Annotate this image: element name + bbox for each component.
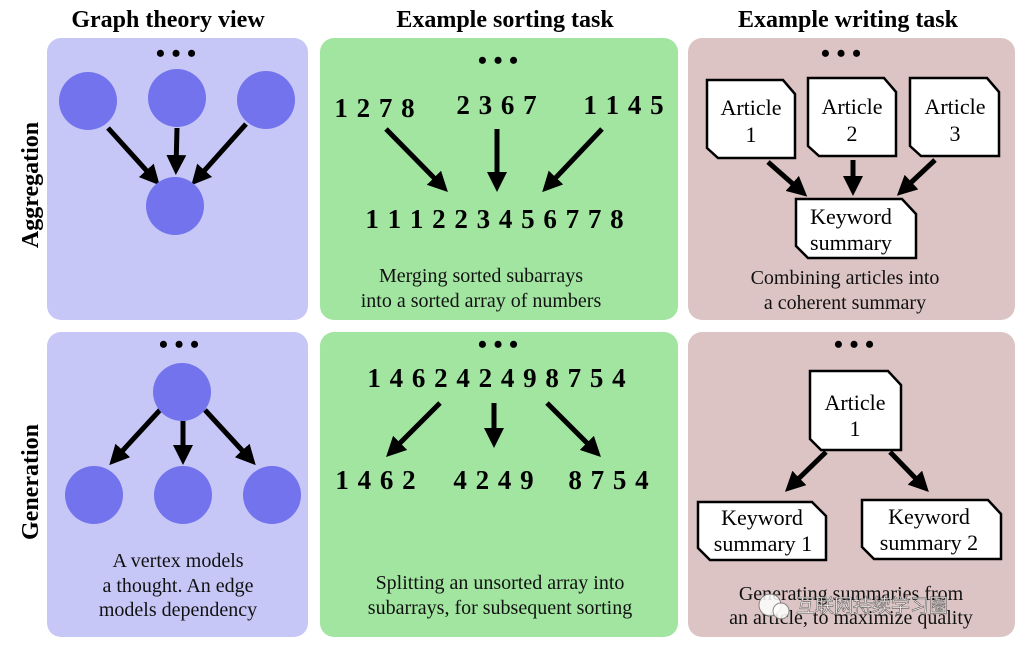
article-document-1: Article 1 [705, 78, 797, 160]
summary-1-title: Keyword [721, 505, 803, 530]
row-label-aggregation: Aggregation [18, 122, 44, 248]
split-arrow [545, 401, 601, 457]
graph-aggregation [59, 69, 295, 235]
vertex-node [153, 363, 211, 421]
sort-generation-caption-line-2: subarrays, for subsequent sorting [368, 597, 632, 619]
merge-arrow [384, 127, 448, 192]
header-graph-theory-view: Graph theory view [71, 7, 265, 33]
article-document-2: Article 2 [806, 76, 898, 158]
merge-arrow [542, 127, 604, 193]
watermark: 互联网持续学习圈 [758, 593, 948, 620]
summary-1-subtitle: summary 1 [714, 531, 812, 556]
ellipsis-writing-generation: • • • [834, 330, 874, 359]
summary-2-subtitle: summary 2 [880, 530, 978, 555]
sort-generation-caption-line-1: Splitting an unsorted array into [376, 572, 625, 594]
article-3-number: 3 [950, 121, 961, 146]
sort-output-subarray-3: 8 7 5 4 [568, 465, 649, 495]
vertex-node [237, 71, 295, 129]
ellipsis-writing-aggregation: • • • [821, 39, 861, 68]
article-2-title: Article [821, 94, 882, 119]
vertex-node [148, 69, 206, 127]
vertex-node [154, 466, 212, 524]
chat-bubble-icon-small [772, 602, 790, 620]
article-document-source: Article 1 [808, 369, 903, 452]
edge-arrow [109, 408, 162, 466]
summary-subtitle: summary [810, 230, 892, 255]
sort-input-subarray-3: 1 1 4 5 [583, 90, 664, 120]
writing-aggregation-caption-line-2: a coherent summary [764, 292, 926, 314]
row-label-generation: Generation [18, 424, 44, 540]
keyword-summary-document: Keyword summary [794, 197, 918, 260]
graph-generation-caption-line-3: models dependency [99, 599, 257, 621]
ellipsis-sorting-generation: • • • [478, 330, 518, 359]
sort-unsorted-array: 1 4 6 2 4 2 4 9 8 7 5 4 [367, 363, 626, 393]
panel-sorting-generation [320, 332, 678, 637]
header-example-sorting-task: Example sorting task [396, 7, 614, 33]
keyword-summary-2-document: Keyword summary 2 [860, 498, 1003, 561]
writing-generation-caption-line-2: an article, to maximize quality [729, 607, 973, 629]
graph-generation-caption-line-2: a thought. An edge [102, 575, 253, 597]
graph-generation-caption-line-1: A vertex models [112, 550, 243, 572]
summary-title: Keyword [810, 204, 892, 229]
summary-2-title: Keyword [888, 504, 970, 529]
watermark-text: 互联网持续学习圈 [796, 595, 948, 617]
sort-output-subarray-2: 4 2 4 9 [453, 465, 534, 495]
vertex-node [243, 466, 301, 524]
vertex-node [59, 72, 117, 130]
header-example-writing-task: Example writing task [738, 7, 959, 33]
vertex-node [65, 466, 123, 524]
generate-arrow [888, 450, 929, 493]
article-2-number: 2 [847, 121, 858, 146]
generate-arrow [784, 450, 828, 492]
edge-arrow [106, 126, 160, 186]
ellipsis-graph-generation: • • • [159, 330, 199, 359]
ellipsis-sorting-aggregation: • • • [478, 46, 518, 75]
ellipsis-graph-aggregation: • • • [156, 39, 196, 68]
sort-input-subarray-1: 1 2 7 8 [334, 93, 415, 123]
article-3-title: Article [924, 94, 985, 119]
edge-arrow [203, 408, 256, 466]
sort-input-subarray-2: 2 3 6 7 [456, 90, 537, 120]
keyword-summary-1-document: Keyword summary 1 [696, 500, 828, 562]
writing-aggregation-caption-line-1: Combining articles into [751, 267, 940, 289]
split-arrow [386, 401, 442, 457]
combine-arrow [766, 160, 808, 197]
sort-aggregation-caption-line-1: Merging sorted subarrays [379, 265, 583, 287]
sort-output-subarray-1: 1 4 6 2 [335, 465, 416, 495]
combine-arrow [896, 158, 937, 196]
article-1-title: Article [720, 95, 781, 120]
writing-generation-caption-line-1: Generating summaries from [739, 583, 964, 605]
sort-merged-array: 1 1 1 2 2 3 4 5 6 7 7 8 [365, 204, 624, 234]
article-1-number: 1 [746, 122, 757, 147]
source-article-number: 1 [850, 416, 861, 441]
article-document-3: Article 3 [908, 76, 1001, 158]
sort-aggregation-caption-line-2: into a sorted array of numbers [361, 290, 602, 312]
vertex-node [146, 177, 204, 235]
source-article-title: Article [824, 390, 885, 415]
edge-arrow [191, 122, 248, 186]
edge-arrow [166, 127, 187, 175]
graph-generation [65, 363, 301, 524]
